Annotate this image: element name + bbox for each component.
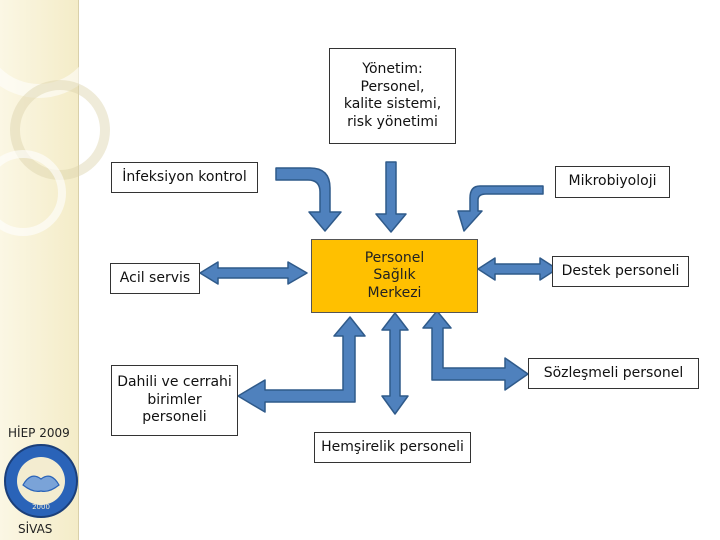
infeksiyon-kontrol-label: İnfeksiyon kontrol [122,168,247,185]
arrow-down-from-yonetim [375,161,407,233]
hiep-2009-label: HİEP 2009 [8,426,70,440]
personel-saglik-merkezi-label: Personel Sağlık Merkezi [364,249,425,301]
logo-year: 2000 [32,503,50,511]
acil-servis-box: Acil servis [110,263,200,294]
hemsirelik-personeli-label: Hemşirelik personeli [321,438,464,455]
mikrobiyoloji-box: Mikrobiyoloji [555,166,670,198]
hemsirelik-personeli-box: Hemşirelik personeli [314,432,471,463]
arrow-elbow-sozlesmeli [422,310,529,391]
sozlesmeli-personel-label: Sözleşmeli personel [543,364,684,381]
arrow-elbow-dahili [237,316,366,413]
arrow-bent-from-infeksiyon [275,167,342,232]
acil-servis-label: Acil servis [119,269,191,286]
yonetim-label: Yönetim: Personel, kalite sistemi, risk … [343,61,442,130]
mikrobiyoloji-label: Mikrobiyoloji [568,173,657,190]
dahili-cerrahi-label: Dahili ve cerrahi birimler personeli [117,374,232,426]
yonetim-box: Yönetim: Personel, kalite sistemi, risk … [329,48,456,144]
dahili-cerrahi-box: Dahili ve cerrahi birimler personeli [111,365,238,436]
arrow-bent-from-mikrobiyoloji [457,185,544,232]
destek-personeli-box: Destek personeli [552,256,689,287]
sozlesmeli-personel-box: Sözleşmeli personel [528,358,699,389]
sivas-label: SİVAS [18,522,53,536]
infeksiyon-kontrol-box: İnfeksiyon kontrol [111,162,258,193]
arrow-double-center-destek [477,257,558,281]
association-logo-icon: 2000 [4,444,78,518]
personel-saglik-merkezi-box: Personel Sağlık Merkezi [311,239,478,313]
arrow-double-acil-center [199,261,308,285]
destek-personeli-label: Destek personeli [561,262,680,279]
arrow-double-center-hemsirelik [381,312,409,415]
decorative-circle [0,150,66,236]
